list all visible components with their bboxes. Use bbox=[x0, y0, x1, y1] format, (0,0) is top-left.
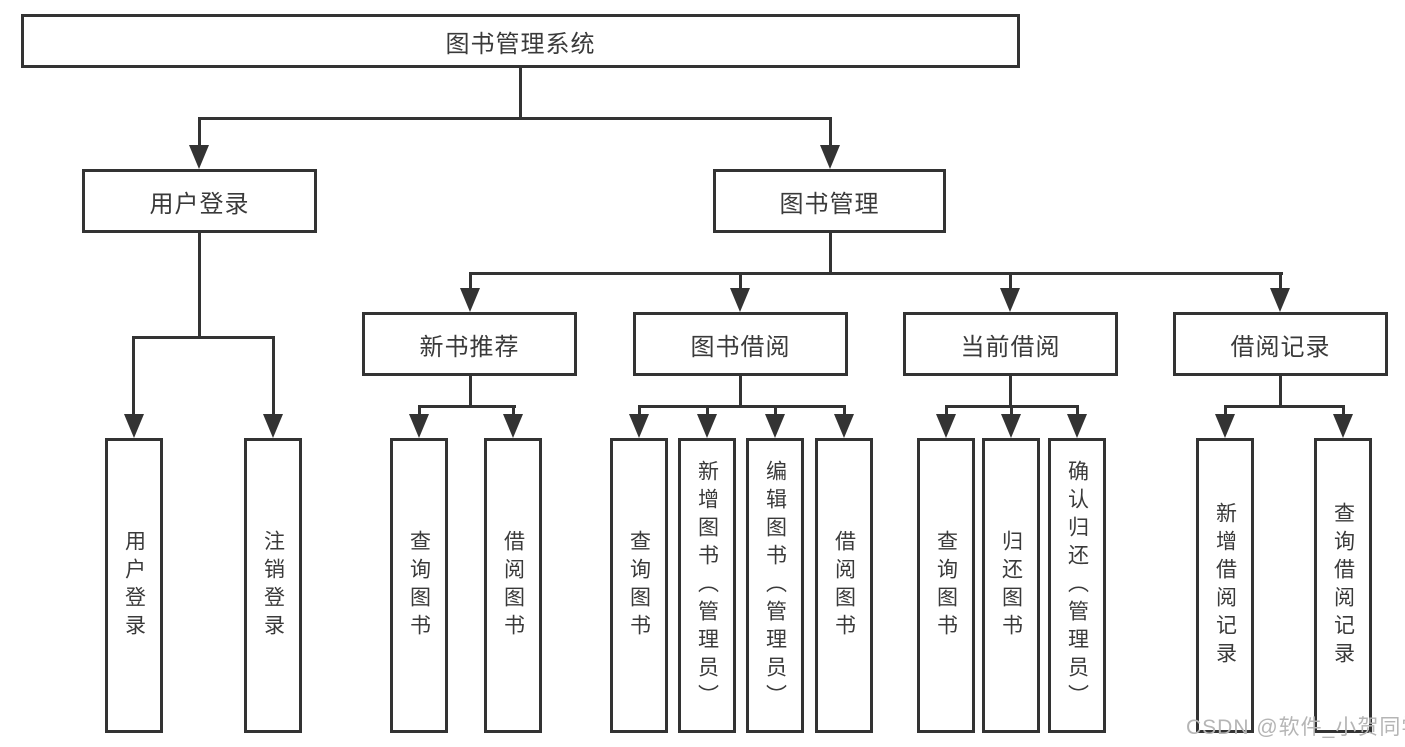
connector-line bbox=[469, 375, 472, 408]
connector-line bbox=[198, 117, 201, 148]
node-borrow-records: 借阅记录 bbox=[1173, 312, 1388, 376]
connector-line bbox=[843, 405, 846, 417]
arrowhead-down-icon bbox=[834, 414, 854, 438]
arrowhead-down-icon bbox=[697, 414, 717, 438]
leaf-return-book-label: 归还图书 bbox=[999, 529, 1023, 642]
connector-line bbox=[469, 272, 1283, 275]
leaf-add-book-admin-label: 新增图书（管理员） bbox=[695, 459, 719, 712]
leaf-edit-book-admin: 编辑图书（管理员） bbox=[746, 438, 804, 733]
arrowhead-down-icon bbox=[460, 288, 480, 312]
leaf-add-borrow-record-label: 新增借阅记录 bbox=[1213, 501, 1237, 670]
connector-line bbox=[198, 232, 201, 338]
connector-line bbox=[1224, 405, 1227, 417]
connector-line bbox=[638, 405, 641, 417]
arrowhead-down-icon bbox=[1333, 414, 1353, 438]
connector-line bbox=[774, 405, 777, 417]
node-root-label: 图书管理系统 bbox=[445, 30, 596, 58]
leaf-user-login: 用户登录 bbox=[105, 438, 163, 733]
node-current-borrowing-label: 当前借阅 bbox=[960, 333, 1061, 361]
connector-line bbox=[198, 117, 832, 120]
connector-line bbox=[512, 405, 515, 417]
leaf-logout-label: 注销登录 bbox=[261, 529, 285, 642]
connector-line bbox=[945, 405, 948, 417]
connector-line bbox=[418, 405, 516, 408]
leaf-return-book: 归还图书 bbox=[982, 438, 1040, 733]
connector-line bbox=[1010, 405, 1013, 417]
leaf-borrow-books-recommend: 借阅图书 bbox=[484, 438, 542, 733]
leaf-add-borrow-record: 新增借阅记录 bbox=[1196, 438, 1254, 733]
node-book-borrowing: 图书借阅 bbox=[633, 312, 848, 376]
connector-line bbox=[1224, 405, 1345, 408]
connector-line bbox=[469, 272, 472, 292]
connector-line bbox=[1009, 272, 1012, 292]
leaf-logout: 注销登录 bbox=[244, 438, 302, 733]
arrowhead-down-icon bbox=[263, 414, 283, 438]
connector-line bbox=[638, 405, 846, 408]
node-borrow-records-label: 借阅记录 bbox=[1230, 333, 1331, 361]
connector-line bbox=[519, 68, 522, 119]
arrowhead-down-icon bbox=[765, 414, 785, 438]
arrowhead-down-icon bbox=[1000, 288, 1020, 312]
leaf-borrow-books-recommend-label: 借阅图书 bbox=[501, 529, 525, 642]
connector-line bbox=[1342, 405, 1345, 417]
leaf-add-book-admin: 新增图书（管理员） bbox=[678, 438, 736, 733]
connector-line bbox=[1076, 405, 1079, 417]
leaf-user-login-label: 用户登录 bbox=[122, 529, 146, 642]
arrowhead-down-icon bbox=[820, 145, 840, 169]
connector-line bbox=[739, 272, 742, 292]
connector-line bbox=[418, 405, 421, 417]
arrowhead-down-icon bbox=[189, 145, 209, 169]
connector-line bbox=[272, 336, 275, 418]
leaf-query-borrow-record: 查询借阅记录 bbox=[1314, 438, 1372, 733]
arrowhead-down-icon bbox=[409, 414, 429, 438]
node-new-book-recommend-label: 新书推荐 bbox=[419, 333, 520, 361]
connector-line bbox=[132, 336, 275, 339]
connector-line bbox=[132, 336, 135, 418]
leaf-query-books-current-label: 查询图书 bbox=[934, 529, 958, 642]
connector-line bbox=[1009, 375, 1012, 408]
arrowhead-down-icon bbox=[1270, 288, 1290, 312]
leaf-edit-book-admin-label: 编辑图书（管理员） bbox=[763, 459, 787, 712]
node-book-management-label: 图书管理 bbox=[779, 190, 880, 218]
leaf-borrow-books: 借阅图书 bbox=[815, 438, 873, 733]
node-current-borrowing: 当前借阅 bbox=[903, 312, 1118, 376]
leaf-query-borrow-record-label: 查询借阅记录 bbox=[1331, 501, 1355, 670]
arrowhead-down-icon bbox=[1215, 414, 1235, 438]
node-book-borrowing-label: 图书借阅 bbox=[690, 333, 791, 361]
leaf-confirm-return-admin: 确认归还（管理员） bbox=[1048, 438, 1106, 733]
leaf-query-books-borrowing: 查询图书 bbox=[610, 438, 668, 733]
leaf-borrow-books-label: 借阅图书 bbox=[832, 529, 856, 642]
arrowhead-down-icon bbox=[124, 414, 144, 438]
arrowhead-down-icon bbox=[1067, 414, 1087, 438]
arrowhead-down-icon bbox=[629, 414, 649, 438]
node-book-management: 图书管理 bbox=[713, 169, 946, 233]
node-new-book-recommend: 新书推荐 bbox=[362, 312, 577, 376]
arrowhead-down-icon bbox=[1001, 414, 1021, 438]
arrowhead-down-icon bbox=[936, 414, 956, 438]
node-root: 图书管理系统 bbox=[21, 14, 1020, 68]
leaf-query-books-current: 查询图书 bbox=[917, 438, 975, 733]
connector-line bbox=[1279, 272, 1282, 292]
leaf-confirm-return-admin-label: 确认归还（管理员） bbox=[1065, 459, 1089, 712]
csdn-watermark: CSDN @软件_小贺同学 bbox=[1186, 716, 1405, 739]
connector-line bbox=[829, 117, 832, 148]
arrowhead-down-icon bbox=[730, 288, 750, 312]
node-user-login: 用户登录 bbox=[82, 169, 317, 233]
leaf-query-books-recommend: 查询图书 bbox=[390, 438, 448, 733]
connector-line bbox=[706, 405, 709, 417]
node-user-login-label: 用户登录 bbox=[149, 190, 250, 218]
connector-line bbox=[829, 232, 832, 275]
connector-line bbox=[1279, 375, 1282, 408]
connector-line bbox=[739, 375, 742, 408]
leaf-query-books-borrowing-label: 查询图书 bbox=[627, 529, 651, 642]
arrowhead-down-icon bbox=[503, 414, 523, 438]
leaf-query-books-recommend-label: 查询图书 bbox=[407, 529, 431, 642]
